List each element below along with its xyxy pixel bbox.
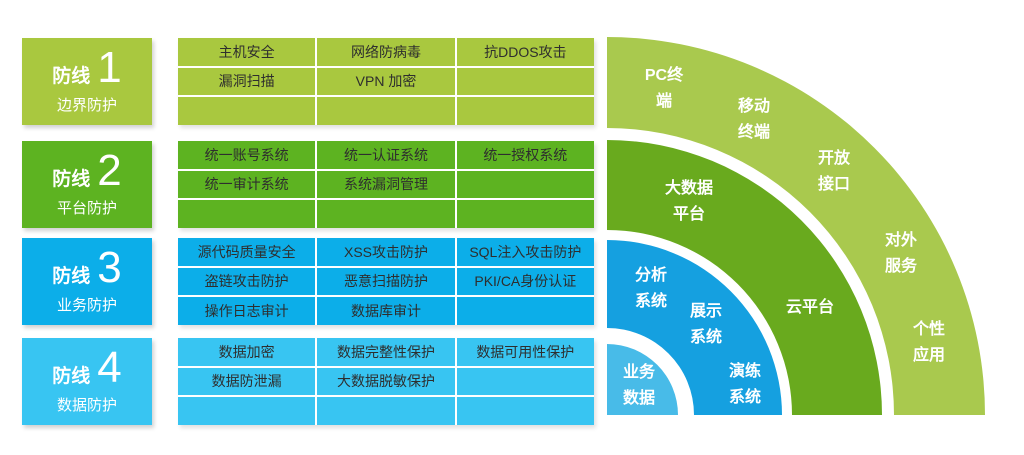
- defense-line-1-row: 防线 1 边界防护 主机安全 网络防病毒 抗DDOS攻击 漏洞扫描 VPN 加密: [0, 38, 600, 125]
- access-layer-ring: [607, 37, 985, 415]
- defense-line-4-badge: 防线 4 数据防护: [22, 338, 152, 425]
- matrix-cell: 数据可用性保护: [456, 338, 594, 366]
- matrix-cell: VPN 加密: [317, 67, 455, 96]
- matrix-cell: [456, 200, 594, 228]
- matrix-cell: 网络防病毒: [317, 38, 455, 66]
- architecture-rings-graphic: [607, 37, 985, 415]
- defense-line-subtitle: 业务防护: [56, 297, 117, 314]
- defense-line-4-matrix: 数据加密 数据完整性保护 数据可用性保护 数据防泄漏 大数据脱敏保护: [178, 338, 594, 425]
- matrix-cell: XSS攻击防护: [317, 238, 455, 266]
- matrix-cell: 系统漏洞管理: [317, 170, 455, 199]
- label-display-system: 展示 系统: [689, 303, 723, 346]
- matrix-cell: 盗链攻击防护: [178, 267, 316, 296]
- defense-line-3-title: 防线 3: [52, 243, 122, 292]
- defense-line-4-row: 防线 4 数据防护 数据加密 数据完整性保护 数据可用性保护 数据防泄漏 大数据…: [0, 338, 600, 425]
- label-personal-app: 个性 应用: [912, 321, 946, 364]
- defense-line-subtitle: 平台防护: [56, 200, 117, 217]
- matrix-cell: 数据库审计: [317, 297, 455, 325]
- defense-line-subtitle: 边界防护: [56, 97, 117, 114]
- matrix-cell: 大数据脱敏保护: [317, 367, 455, 396]
- defense-line-2-badge: 防线 2 平台防护: [22, 141, 152, 228]
- label-analysis-system: 分析 系统: [634, 267, 668, 310]
- matrix-cell: [178, 200, 316, 228]
- matrix-cell: 主机安全: [178, 38, 316, 66]
- matrix-cell: [317, 97, 455, 125]
- data-core-quarter: [607, 344, 678, 415]
- label-bigdata-platform: 大数据 平台: [664, 180, 714, 223]
- matrix-cell: [317, 397, 455, 425]
- matrix-cell: 操作日志审计: [178, 297, 316, 325]
- matrix-cell: 漏洞扫描: [178, 67, 316, 96]
- matrix-cell: 数据加密: [178, 338, 316, 366]
- defense-line-1-badge: 防线 1 边界防护: [22, 38, 152, 125]
- matrix-cell: [456, 67, 594, 96]
- matrix-cell: SQL注入攻击防护: [456, 238, 594, 266]
- label-drill-system: 演练 系统: [728, 363, 762, 406]
- matrix-cell: [178, 397, 316, 425]
- label-business-data: 业务 数据: [622, 364, 656, 407]
- defense-line-label: 防线: [52, 366, 91, 387]
- defense-line-number: 1: [97, 43, 122, 92]
- matrix-cell: 抗DDOS攻击: [456, 38, 594, 66]
- defense-line-1-matrix: 主机安全 网络防病毒 抗DDOS攻击 漏洞扫描 VPN 加密: [178, 38, 594, 125]
- defense-line-2-matrix: 统一账号系统 统一认证系统 统一授权系统 统一审计系统 系统漏洞管理: [178, 141, 594, 228]
- defense-line-4-title: 防线 4: [52, 343, 122, 392]
- defense-line-number: 2: [97, 146, 122, 195]
- label-pc-terminal: PC终 端: [644, 67, 684, 110]
- matrix-cell: [456, 97, 594, 125]
- defense-line-2-row: 防线 2 平台防护 统一账号系统 统一认证系统 统一授权系统 统一审计系统 系统…: [0, 141, 600, 228]
- defense-line-3-matrix: 源代码质量安全 XSS攻击防护 SQL注入攻击防护 盗链攻击防护 恶意扫描防护 …: [178, 238, 594, 325]
- label-open-interface: 开放 接口: [817, 150, 851, 193]
- defense-line-label: 防线: [52, 66, 91, 87]
- defense-line-number: 3: [97, 243, 122, 292]
- matrix-cell: [317, 200, 455, 228]
- matrix-cell: 恶意扫描防护: [317, 267, 455, 296]
- label-external-service: 对外 服务: [884, 232, 918, 275]
- defense-line-subtitle: 数据防护: [56, 397, 117, 414]
- label-mobile-terminal: 移动 终端: [737, 98, 771, 141]
- matrix-cell: [456, 367, 594, 396]
- defense-line-number: 4: [97, 343, 122, 392]
- defense-line-2-title: 防线 2: [52, 146, 122, 195]
- matrix-cell: 数据防泄漏: [178, 367, 316, 396]
- matrix-cell: 统一授权系统: [456, 141, 594, 169]
- defense-line-1-title: 防线 1: [52, 43, 122, 92]
- defense-line-label: 防线: [52, 169, 91, 190]
- matrix-cell: [456, 397, 594, 425]
- defense-line-3-row: 防线 3 业务防护 源代码质量安全 XSS攻击防护 SQL注入攻击防护 盗链攻击…: [0, 238, 600, 325]
- matrix-cell: PKI/CA身份认证: [456, 267, 594, 296]
- matrix-cell: 统一账号系统: [178, 141, 316, 169]
- matrix-cell: [456, 170, 594, 199]
- matrix-cell: 统一认证系统: [317, 141, 455, 169]
- matrix-cell: 统一审计系统: [178, 170, 316, 199]
- matrix-cell: [178, 97, 316, 125]
- matrix-cell: [456, 297, 594, 325]
- defense-line-3-badge: 防线 3 业务防护: [22, 238, 152, 325]
- system-layer-ring: [607, 240, 782, 415]
- label-cloud-platform: 云平台: [785, 299, 835, 316]
- matrix-cell: 数据完整性保护: [317, 338, 455, 366]
- matrix-cell: 源代码质量安全: [178, 238, 316, 266]
- platform-layer-ring: [607, 140, 882, 415]
- defense-line-label: 防线: [52, 266, 91, 287]
